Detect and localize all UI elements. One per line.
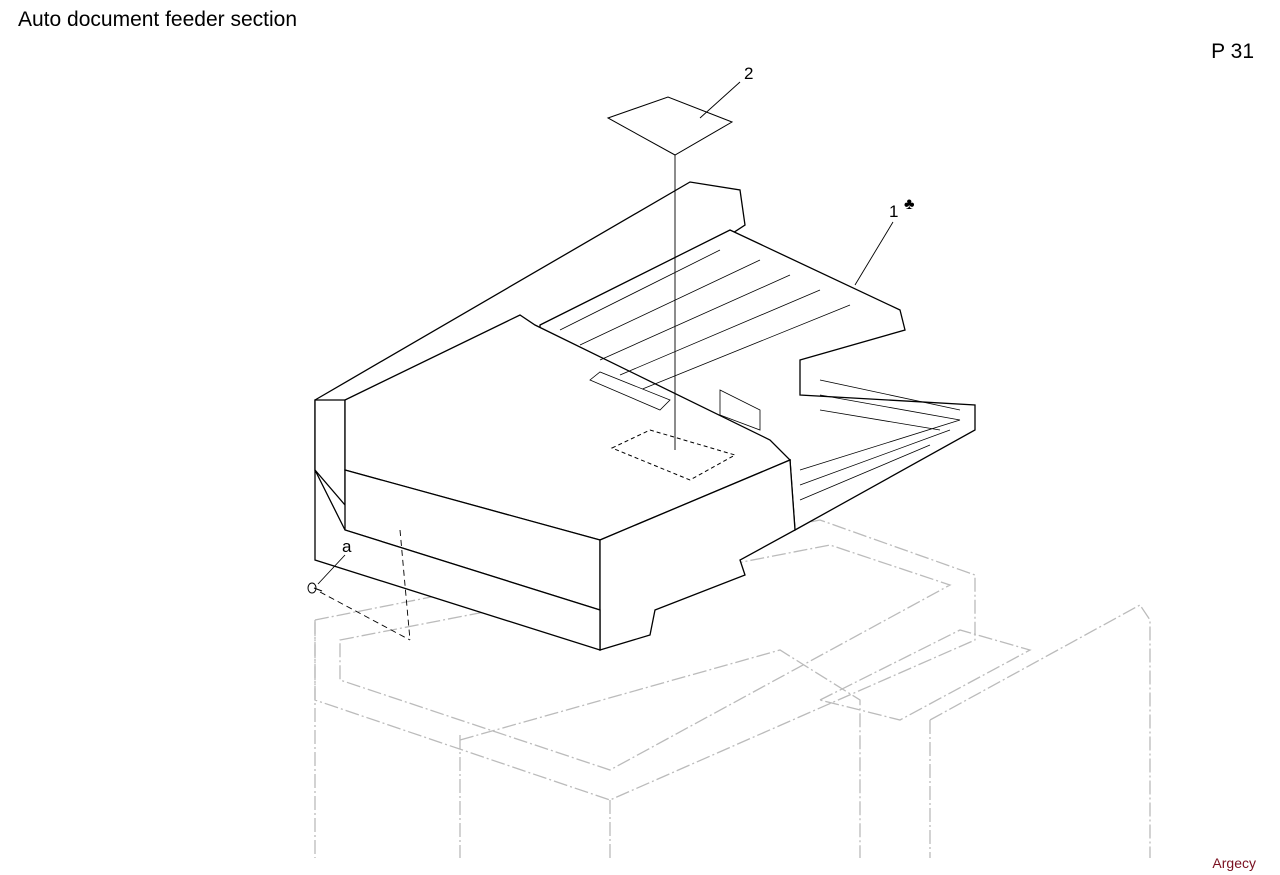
label-sheet-part-2 — [606, 96, 737, 481]
callout-part-1: 1 — [889, 202, 899, 221]
screw-a-icon — [307, 582, 323, 594]
page-number: P 31 — [1211, 40, 1254, 63]
main-body-ghost — [314, 519, 1151, 858]
callout-part-2: 2 — [744, 64, 754, 83]
club-mark-icon: ♣ — [904, 196, 915, 213]
adf-unit — [314, 181, 976, 651]
callout-screw-a: a — [342, 537, 352, 556]
watermark: Argecy — [1212, 855, 1256, 871]
page-title: Auto document feeder section — [18, 8, 298, 31]
leader-lines — [317, 81, 894, 641]
